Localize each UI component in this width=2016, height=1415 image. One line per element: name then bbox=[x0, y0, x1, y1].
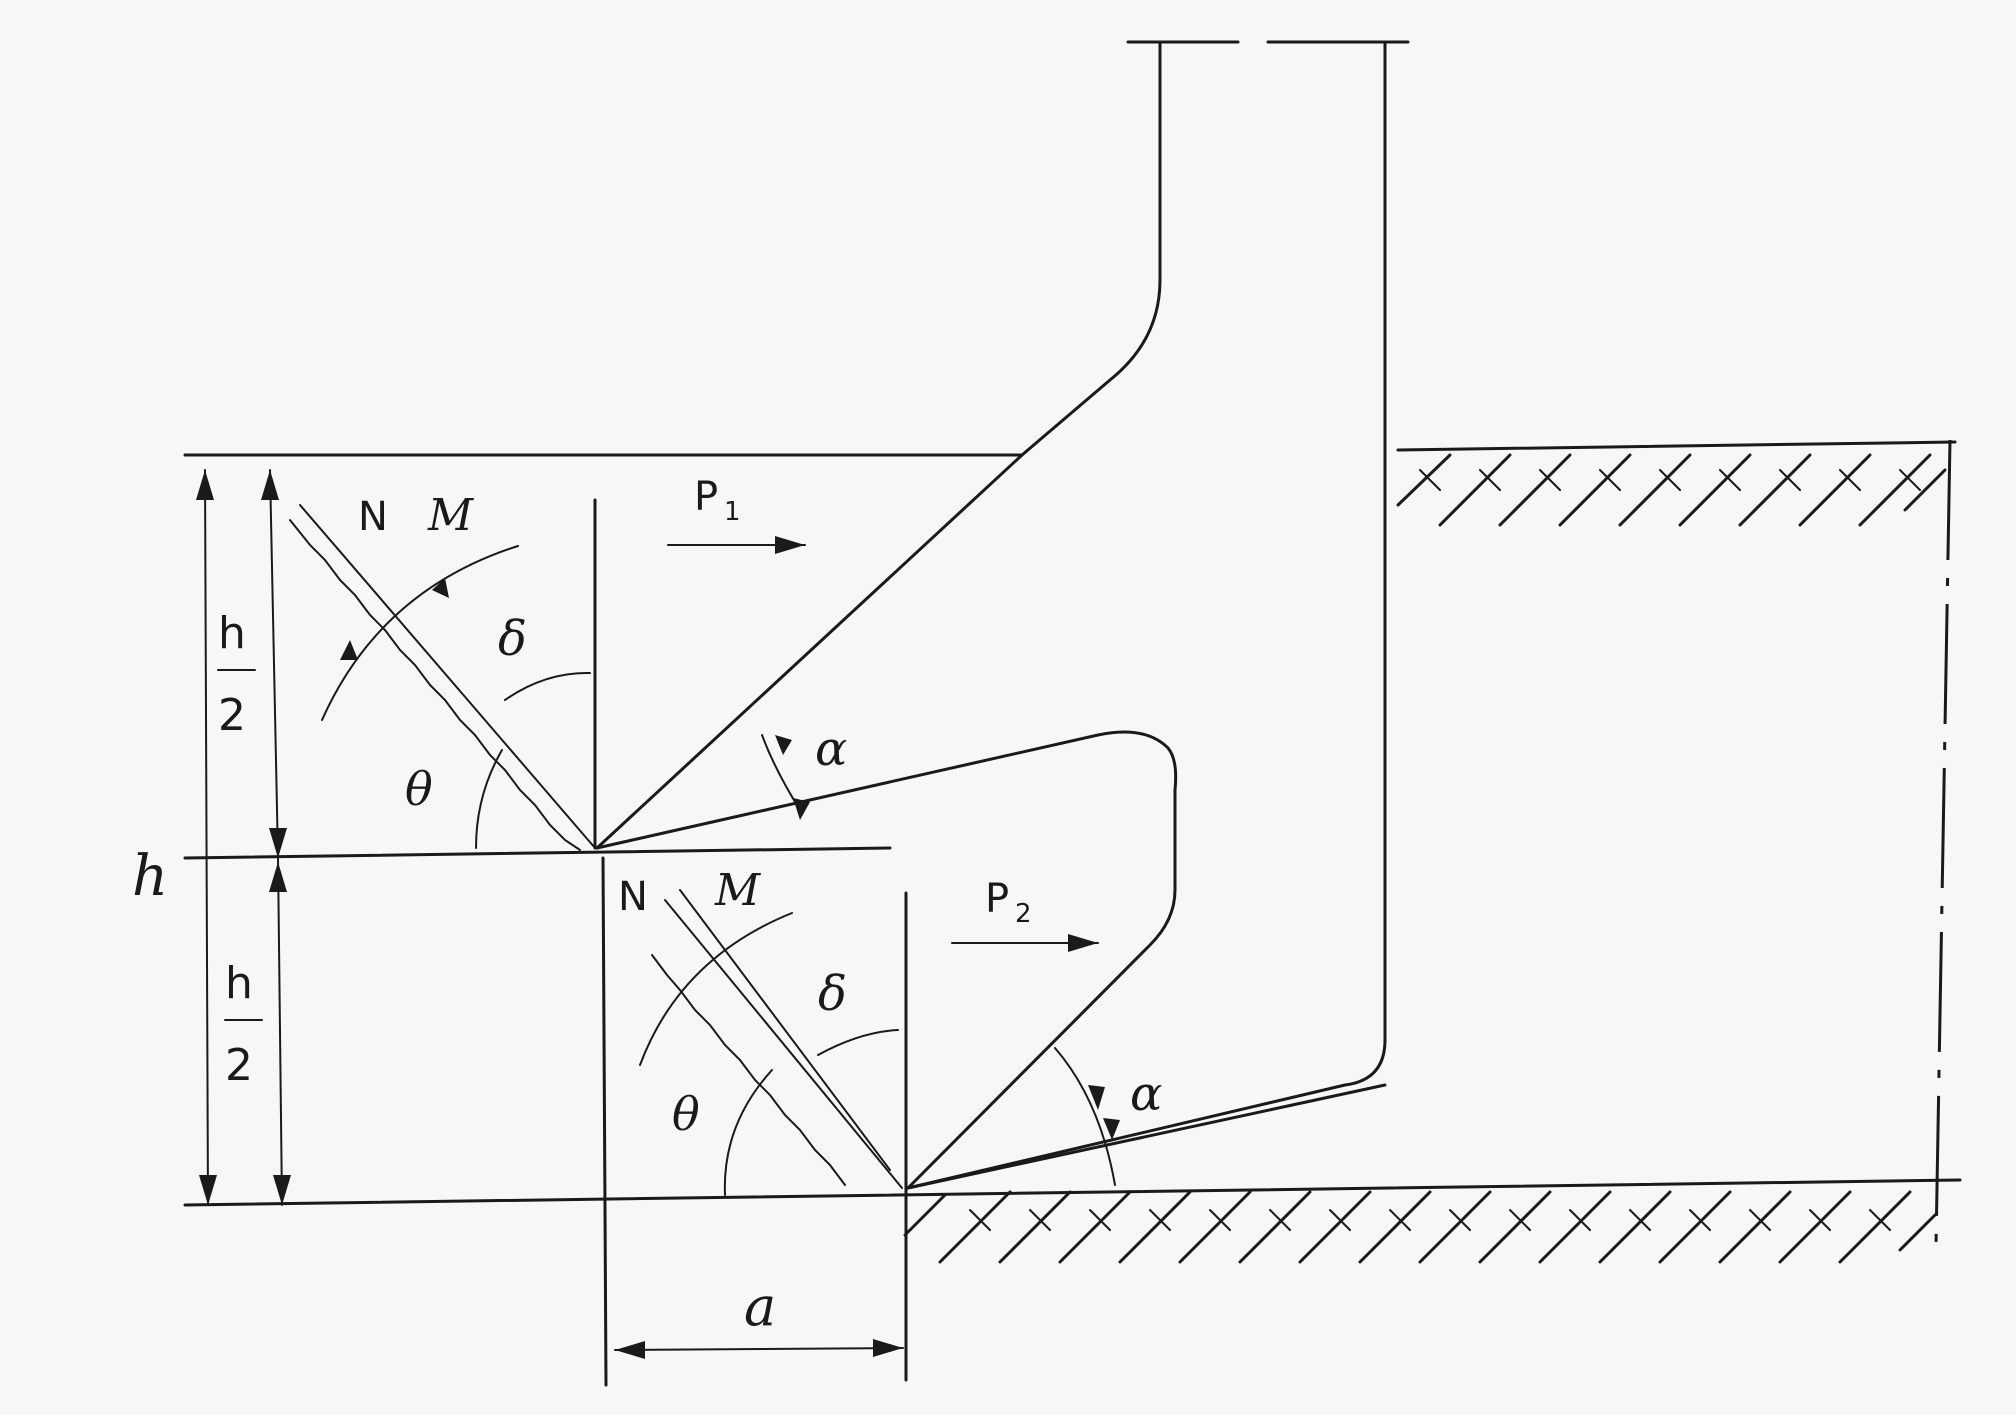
label-h2-lower-den: 2 bbox=[225, 1040, 253, 1091]
lower-shear-zone bbox=[601, 856, 1116, 1387]
lower-shear-line-2 bbox=[679, 889, 891, 1171]
dim-h2-upper-line bbox=[269, 469, 279, 859]
label-P1: P bbox=[694, 474, 718, 520]
lower-arc-alpha bbox=[1054, 1047, 1116, 1186]
upper-arc-delta bbox=[504, 671, 591, 701]
label-P2: P bbox=[985, 876, 1009, 922]
lower-arc-theta bbox=[723, 1069, 773, 1196]
lower-arc-M bbox=[639, 912, 793, 1066]
bottom-surface-line bbox=[183, 1178, 1962, 1207]
holder-right-wall bbox=[906, 40, 1387, 1190]
holder-left-wall bbox=[1020, 40, 1162, 457]
upper-tooth-rake-face bbox=[595, 453, 1024, 850]
lower-shear-line-1 bbox=[664, 899, 903, 1189]
label-h2-lower-num: h bbox=[225, 958, 253, 1009]
middle-surface-line bbox=[183, 846, 892, 860]
label-theta-upper: θ bbox=[405, 762, 433, 816]
upper-arc-theta bbox=[475, 749, 503, 849]
upper-tooth bbox=[595, 453, 1178, 1190]
upper-tooth-flank bbox=[595, 730, 1178, 1190]
label-h: h bbox=[132, 844, 168, 909]
label-N-lower: N bbox=[618, 874, 648, 920]
upper-shear-zone bbox=[289, 498, 801, 851]
lower-shear-line-wavy bbox=[651, 954, 846, 1186]
right-centerline bbox=[1934, 439, 1952, 1246]
label-a: a bbox=[744, 1275, 776, 1338]
tool-holder bbox=[906, 40, 1410, 1190]
label-P1-sub: 1 bbox=[724, 497, 741, 527]
label-h2-upper-num: h bbox=[218, 608, 246, 659]
label-M-lower: M bbox=[714, 865, 761, 916]
lower-left-vertical bbox=[601, 856, 608, 1387]
lower-tooth bbox=[906, 1083, 1387, 1190]
label-M-upper: M bbox=[427, 490, 474, 541]
dim-h-line bbox=[204, 469, 209, 1206]
upper-shear-line-1 bbox=[299, 504, 596, 849]
label-theta-lower: θ bbox=[672, 1087, 700, 1141]
hatched-upper-zone bbox=[1396, 453, 1947, 527]
workpiece-lines bbox=[183, 439, 1962, 1246]
hatched-lower-zone bbox=[903, 1190, 1937, 1264]
upper-right-surface-line bbox=[1396, 440, 1957, 452]
dim-h2-lower-line bbox=[277, 857, 283, 1206]
label-P2-sub: 2 bbox=[1015, 899, 1032, 929]
upper-shear-line-wavy bbox=[289, 519, 581, 851]
label-delta-lower: δ bbox=[818, 966, 847, 1022]
label-alpha-upper: α bbox=[815, 721, 847, 777]
lower-arc-delta bbox=[817, 1029, 899, 1056]
dimensions bbox=[204, 469, 904, 1351]
label-h2-upper-den: 2 bbox=[218, 690, 246, 741]
label-N-upper: N bbox=[358, 494, 388, 540]
arrowheads bbox=[196, 470, 1120, 1359]
labels: h h 2 h 2 N M δ θ α P 1 N M δ θ α P 2 a bbox=[132, 474, 1162, 1338]
dim-a-line bbox=[614, 1347, 904, 1351]
lower-tooth-top bbox=[906, 1083, 1387, 1190]
label-alpha-lower: α bbox=[1130, 1066, 1162, 1122]
upper-arc-M bbox=[321, 545, 519, 721]
label-delta-upper: δ bbox=[498, 611, 527, 667]
